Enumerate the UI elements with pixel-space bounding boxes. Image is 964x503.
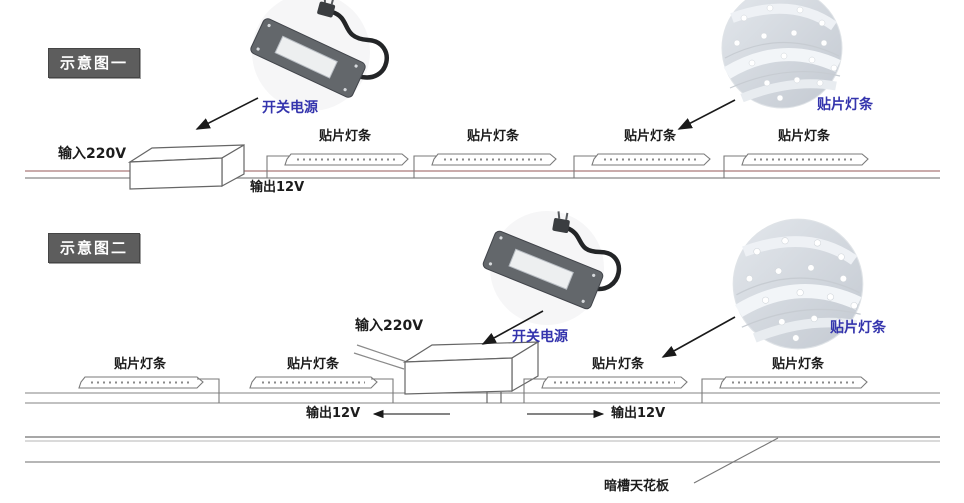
strip-label: 贴片灯条 (777, 129, 831, 144)
strip-connector-wire (573, 155, 596, 178)
led-strip (701, 376, 868, 403)
schematic1-badge: 示意图一 (48, 48, 140, 78)
schematic1-input-label: 输入220V (58, 146, 127, 162)
strip-label: 贴片灯条 (318, 129, 372, 144)
led-strip (523, 376, 688, 403)
strip-label: 贴片灯条 (286, 357, 340, 372)
led-strip (413, 153, 557, 178)
schematic2-bus-wires (25, 392, 940, 404)
ceiling-lines (25, 436, 940, 484)
led-strips (78, 153, 869, 403)
schematic1-output-label: 输出12V (250, 180, 305, 195)
schematic2-psu-arrow (481, 310, 544, 345)
led-strip (573, 153, 711, 178)
led-strip (723, 153, 869, 178)
led-strip (78, 376, 220, 403)
strip-label: 贴片灯条 (113, 357, 167, 372)
callout-arrows (195, 97, 736, 358)
schematic2-strip-callout-label: 贴片灯条 (830, 320, 886, 336)
schematic2-strip-arrow (661, 316, 736, 358)
schematic2-output-right-label: 输出12V (611, 406, 666, 421)
strip-label: 贴片灯条 (591, 357, 645, 372)
strip-connector-wire (371, 378, 394, 403)
schematic2-output-left-label: 输出12V (306, 406, 361, 421)
schematic2-power-supply-box (402, 340, 541, 403)
schematic2-input-label: 输入220V (355, 318, 424, 334)
schematic2-power-supply-label: 开关电源 (512, 329, 568, 345)
led-strip (249, 376, 394, 403)
schematic2-badge: 示意图二 (48, 233, 140, 263)
strip-connector-wire (701, 378, 724, 403)
strip-label: 贴片灯条 (623, 129, 677, 144)
strip-connector-wire (723, 155, 746, 178)
schematic1-strip-arrow (677, 99, 736, 130)
schematic1-psu-arrow (195, 97, 259, 130)
ceiling-leader-line (693, 437, 779, 484)
strip-connector-wire (197, 378, 220, 403)
ceiling-label: 暗槽天花板 (604, 479, 670, 494)
strip-connector-wire (266, 155, 289, 178)
schematic1-power-supply-box (127, 143, 245, 190)
schematic1-led-coil-photo (722, 0, 842, 108)
schematic1-power-supply-photo (250, 0, 389, 111)
led-strip (266, 153, 409, 178)
strip-label: 贴片灯条 (466, 129, 520, 144)
schematic1-strip-callout-label: 贴片灯条 (817, 97, 873, 113)
schematic2-input-wires (353, 344, 408, 370)
strip-label: 贴片灯条 (771, 357, 825, 372)
schematic1-power-supply-label: 开关电源 (262, 100, 318, 116)
power-plug-icon (552, 211, 570, 233)
strip-connector-wire (413, 155, 436, 178)
strip-connector-wire (523, 378, 546, 403)
schematic2-power-supply-photo (482, 211, 622, 325)
power-plug-icon (317, 0, 336, 18)
